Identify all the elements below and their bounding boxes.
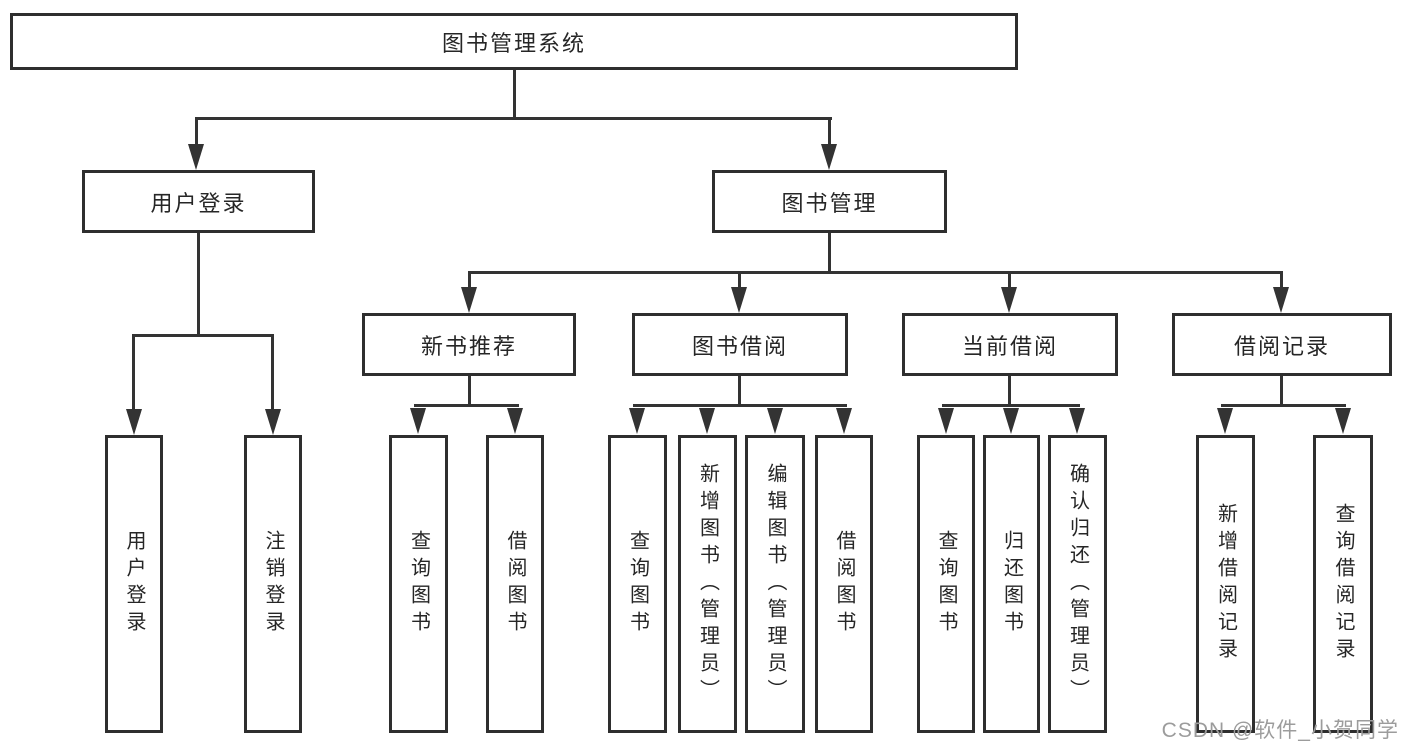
connector-drop-borrow-records (1280, 271, 1283, 289)
connector-new-book-rail (414, 404, 519, 407)
connector-book-borrow-rail (633, 404, 847, 407)
node-query-book-borrow: 查询图书 (608, 435, 667, 733)
connector-drop-logout-leaf (271, 334, 274, 410)
arrow-down-icon (188, 144, 204, 170)
arrow-down-icon (821, 144, 837, 170)
connector-records-stem (1280, 376, 1283, 406)
node-user-login-group: 用户登录 (82, 170, 315, 233)
arrow-down-icon (1003, 408, 1019, 434)
node-borrow-records: 借阅记录 (1172, 313, 1392, 376)
connector-current-borrow-stem (1008, 376, 1011, 406)
arrow-down-icon (699, 408, 715, 434)
arrow-down-icon (767, 408, 783, 434)
connector-drop-user-login (195, 117, 198, 147)
connector-drop-book-management (828, 117, 831, 147)
connector-drop-login-leaf (132, 334, 135, 410)
node-add-borrow-record: 新增借阅记录 (1196, 435, 1255, 733)
node-query-book-recommend: 查询图书 (389, 435, 448, 733)
node-user-login: 用户登录 (105, 435, 163, 733)
connector-user-login-stem (197, 233, 200, 336)
connector-new-book-stem (468, 376, 471, 406)
arrow-down-icon (1069, 408, 1085, 434)
node-add-book-admin: 新增图书（管理员） (678, 435, 737, 733)
node-logout: 注销登录 (244, 435, 302, 733)
connector-level3-rail (468, 271, 1282, 274)
arrow-down-icon (126, 409, 142, 435)
connector-current-borrow-rail (942, 404, 1080, 407)
node-borrow-book-recommend: 借阅图书 (486, 435, 544, 733)
connector-book-borrow-stem (738, 376, 741, 406)
arrow-down-icon (265, 409, 281, 435)
arrow-down-icon (461, 287, 477, 313)
arrow-down-icon (1001, 287, 1017, 313)
node-new-book-recommend: 新书推荐 (362, 313, 576, 376)
node-confirm-return-admin: 确认归还（管理员） (1048, 435, 1107, 733)
arrow-down-icon (410, 408, 426, 434)
connector-drop-new-book (468, 271, 471, 289)
arrow-down-icon (629, 408, 645, 434)
node-query-book-current: 查询图书 (917, 435, 975, 733)
arrow-down-icon (1217, 408, 1233, 434)
connector-root-stem (513, 70, 516, 120)
node-book-management: 图书管理 (712, 170, 947, 233)
connector-level2-rail (195, 117, 832, 120)
connector-user-login-rail (132, 334, 274, 337)
arrow-down-icon (507, 408, 523, 434)
node-book-borrow: 图书借阅 (632, 313, 848, 376)
node-library-management-system: 图书管理系统 (10, 13, 1018, 70)
connector-drop-book-borrow (738, 271, 741, 289)
node-current-borrow: 当前借阅 (902, 313, 1118, 376)
connector-records-rail (1221, 404, 1346, 407)
node-borrow-book: 借阅图书 (815, 435, 873, 733)
node-return-book: 归还图书 (983, 435, 1040, 733)
node-query-borrow-record: 查询借阅记录 (1313, 435, 1373, 733)
arrow-down-icon (1335, 408, 1351, 434)
arrow-down-icon (938, 408, 954, 434)
arrow-down-icon (731, 287, 747, 313)
node-edit-book-admin: 编辑图书（管理员） (745, 435, 805, 733)
connector-book-mgmt-stem (828, 233, 831, 273)
watermark: CSDN @软件_小贺同学 (1161, 719, 1399, 742)
arrow-down-icon (1273, 287, 1289, 313)
arrow-down-icon (836, 408, 852, 434)
connector-drop-current-borrow (1008, 271, 1011, 289)
